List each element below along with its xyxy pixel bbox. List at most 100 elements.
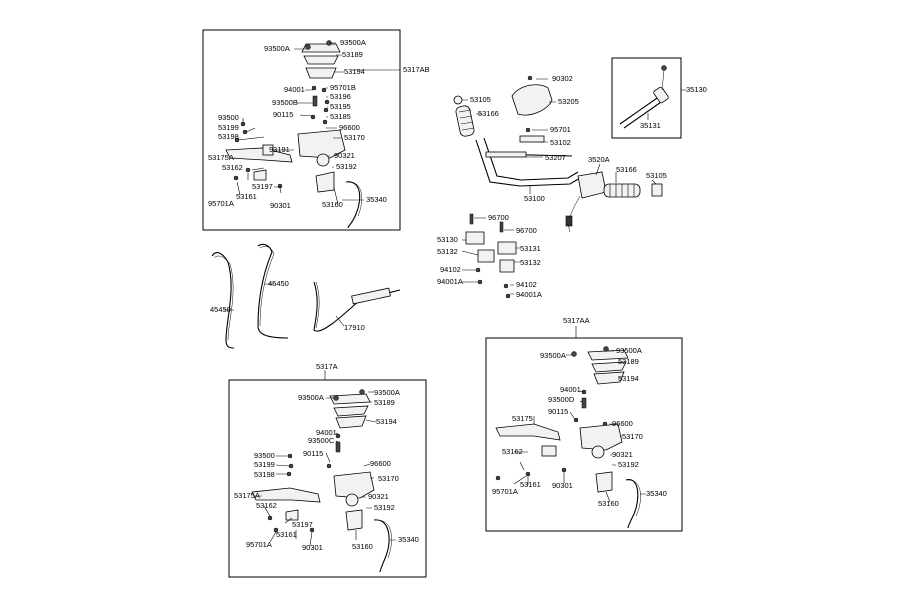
right-grip bbox=[603, 183, 641, 198]
label-17910: 17910 bbox=[344, 323, 365, 332]
label-53170: 53170 bbox=[378, 474, 399, 483]
label-94001: 94001 bbox=[560, 385, 581, 394]
cables-group: 45450 45450 17910 bbox=[210, 243, 401, 349]
label-53194: 53194 bbox=[376, 417, 397, 426]
label-53105: 53105 bbox=[646, 171, 667, 180]
label-53175A: 53175A bbox=[234, 491, 260, 500]
label-53192: 53192 bbox=[618, 460, 639, 469]
brake-lever bbox=[251, 487, 321, 503]
label-93500: 93500 bbox=[218, 113, 239, 122]
label-93191: 93191 bbox=[269, 145, 290, 154]
label-53189: 53189 bbox=[342, 50, 363, 59]
label-35340: 35340 bbox=[366, 195, 387, 204]
brake-switch bbox=[345, 509, 363, 531]
label-90301: 90301 bbox=[270, 201, 291, 210]
label-96700: 96700 bbox=[488, 213, 509, 222]
label-93500A: 93500A bbox=[264, 44, 290, 53]
label-90115: 90115 bbox=[548, 407, 568, 416]
frame-35130 bbox=[611, 57, 682, 139]
label-94001A: 94001A bbox=[516, 290, 542, 299]
assembly-5317AA: 5317AA 93500A 93500A 53189 53194 94001 9… bbox=[485, 316, 683, 532]
label-45450: 45450 bbox=[268, 279, 289, 288]
label-53166: 53166 bbox=[478, 109, 499, 118]
brake-hose bbox=[345, 181, 361, 229]
assembly-5317A: 5317A 93500A 93500A 53189 53194 94001 93… bbox=[228, 362, 427, 578]
label-53102: 53102 bbox=[550, 138, 571, 147]
label-53194: 53194 bbox=[344, 67, 365, 76]
label-53192: 53192 bbox=[374, 503, 395, 512]
left-grip bbox=[455, 105, 475, 137]
label-93500A: 93500A bbox=[616, 346, 642, 355]
label-53194: 53194 bbox=[618, 374, 639, 383]
label-93500: 93500 bbox=[254, 451, 275, 460]
label-90321: 90321 bbox=[612, 450, 633, 459]
label-94001: 94001 bbox=[284, 85, 305, 94]
label-35340: 35340 bbox=[646, 489, 667, 498]
label-53170: 53170 bbox=[344, 133, 365, 142]
label-53161: 53161 bbox=[276, 530, 297, 539]
label-53132: 53132 bbox=[520, 258, 541, 267]
label-53175: 53175 bbox=[512, 414, 533, 423]
label-90321: 90321 bbox=[368, 492, 389, 501]
assembly-35130: 35130 35131 bbox=[611, 57, 707, 139]
label-35131: 35131 bbox=[640, 121, 661, 130]
label-90321: 90321 bbox=[334, 151, 355, 160]
label-90115: 90115 bbox=[303, 449, 323, 458]
label-3520A: 3520A bbox=[588, 155, 610, 164]
label-53205: 53205 bbox=[558, 97, 579, 106]
label-90301: 90301 bbox=[552, 481, 573, 490]
label-94001: 94001 bbox=[316, 428, 337, 437]
label-95701A: 95701A bbox=[492, 487, 518, 496]
label-53160: 53160 bbox=[322, 200, 343, 209]
label-95701: 95701 bbox=[550, 125, 571, 134]
label-95701A: 95701A bbox=[208, 199, 234, 208]
label-90301: 90301 bbox=[302, 543, 323, 552]
label-53162: 53162 bbox=[502, 447, 523, 456]
label-53160: 53160 bbox=[352, 542, 373, 551]
label-53207: 53207 bbox=[545, 153, 566, 162]
frame-5317AB bbox=[202, 29, 401, 231]
label-93500A: 93500A bbox=[298, 393, 324, 402]
label-5317AB: 5317AB bbox=[403, 65, 430, 74]
handlebar-pipe bbox=[475, 139, 581, 187]
assembly-5317AB: 93500A 93500A 53189 53194 5317AB 94001 9… bbox=[202, 29, 430, 231]
label-53197: 53197 bbox=[292, 520, 313, 529]
master-cylinder bbox=[579, 423, 623, 451]
handle-cover bbox=[511, 84, 553, 116]
cable-45450-left bbox=[211, 252, 235, 349]
cable-45450-right bbox=[257, 243, 289, 339]
label-5317AA: 5317AA bbox=[563, 316, 590, 325]
label-93500B: 93500B bbox=[272, 98, 298, 107]
label-93500A: 93500A bbox=[540, 351, 566, 360]
label-53189: 53189 bbox=[618, 357, 639, 366]
label-35130: 35130 bbox=[686, 85, 707, 94]
brake-switch bbox=[315, 171, 335, 193]
brake-lever bbox=[495, 423, 561, 441]
label-95701B: 95701B bbox=[330, 83, 356, 92]
label-53189: 53189 bbox=[374, 398, 395, 407]
label-53196: 53196 bbox=[330, 92, 351, 101]
frame-5317AA bbox=[485, 337, 683, 532]
label-53175A: 53175A bbox=[208, 153, 234, 162]
label-93500C: 93500C bbox=[308, 436, 335, 445]
label-53161: 53161 bbox=[520, 480, 541, 489]
label-35340: 35340 bbox=[398, 535, 419, 544]
mirror-holders: 96700 53130 96700 53132 53131 53132 9410… bbox=[437, 213, 542, 299]
label-53162: 53162 bbox=[256, 501, 277, 510]
label-53166: 53166 bbox=[616, 165, 637, 174]
brake-switch bbox=[595, 471, 613, 493]
label-45450: 45450 bbox=[210, 305, 231, 314]
label-93500D: 93500D bbox=[548, 395, 575, 404]
right-switch bbox=[577, 171, 607, 199]
label-53100: 53100 bbox=[524, 194, 545, 203]
label-53199: 53199 bbox=[218, 123, 239, 132]
label-90302: 90302 bbox=[552, 74, 573, 83]
master-cylinder bbox=[333, 471, 375, 499]
cable-17910 bbox=[313, 281, 401, 332]
label-53130: 53130 bbox=[437, 235, 458, 244]
label-53131: 53131 bbox=[520, 244, 541, 253]
label-53197: 53197 bbox=[252, 182, 273, 191]
throttle-tube bbox=[619, 95, 661, 125]
label-96700: 96700 bbox=[516, 226, 537, 235]
